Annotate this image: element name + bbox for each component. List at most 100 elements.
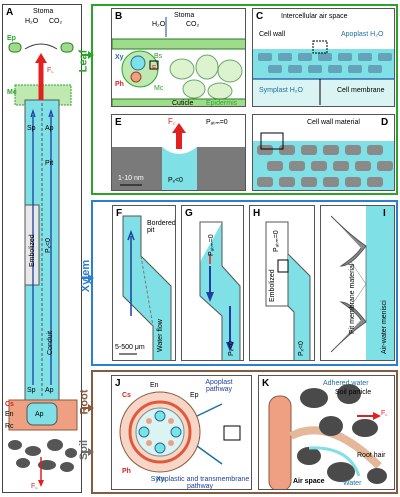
sp-top-label: Sp (27, 125, 36, 132)
sp-bottom-label: Sp (27, 387, 36, 394)
h-patm-label: Pₐₜₘ=0 (273, 230, 280, 252)
en-label: En (5, 411, 14, 418)
meniscus-water (162, 147, 197, 190)
k-fc-label: F꜀ (381, 410, 388, 417)
embolized-label: Embolized (29, 234, 36, 267)
root-cell (268, 395, 292, 489)
panel-a: A Stoma H₂O CO₂ Ep Mc F꜀ Sp Ap Pit Embol… (2, 4, 82, 493)
b-co2-label: CO₂ (186, 21, 200, 28)
guard-cell-left (8, 42, 22, 53)
e-patm-label: Pₐₜₘ=0 (206, 119, 228, 126)
f-scale-label: 5-500 μm (115, 344, 145, 351)
h-zoom-box (277, 259, 289, 273)
j-ep-label: Ep (190, 392, 199, 399)
h2o-label: H₂O (25, 18, 39, 25)
panel-f-drawing (119, 215, 172, 360)
xylem-side-label: Xylem (80, 259, 93, 293)
c-symplast-label: Symplast H₂O (259, 87, 303, 94)
panel-c-drawing (253, 40, 394, 106)
zoom-box (149, 60, 159, 70)
b-cuticle-label: Cuticle (172, 100, 194, 107)
soil-particles (8, 439, 77, 472)
cell-wall-pattern (258, 53, 392, 73)
h-embolized-label: Embolized (269, 269, 276, 302)
b-epidermis-label: Epidermis (206, 100, 238, 107)
lower-epidermis (112, 98, 245, 106)
j-zoom-box (223, 425, 241, 441)
j-en-label: En (150, 382, 159, 389)
b-bs-label: Bs (154, 53, 163, 60)
b-stoma-label: Stoma (174, 12, 195, 19)
root-region (91, 370, 398, 494)
panel-b: B Stoma H₂O CO₂ Xy Ph Bs Mc F꜀ Cuticle E… (111, 8, 246, 107)
leaf-region (91, 4, 398, 195)
symplast-arrow (196, 445, 223, 465)
panel-e-drawing (112, 123, 245, 190)
panel-h: H Pₐₜₘ=0 Embolized Pₓ<0 (249, 205, 315, 361)
ap-top-label: Ap (45, 125, 54, 132)
casparian-strip (128, 400, 192, 464)
i-meniscus-label: Air-water menisci (381, 300, 388, 354)
h-px-label: Pₓ<0 (298, 341, 305, 356)
j-ph-label: Ph (122, 468, 131, 475)
stoma-label: Stoma (33, 8, 54, 15)
panel-b-letter: B (115, 11, 123, 22)
panel-c-letter: C (256, 11, 264, 22)
root-ap (26, 402, 58, 426)
conduit-label: Conduit (47, 330, 54, 355)
d-zoom-box (260, 132, 284, 150)
panel-d-drawing (253, 132, 394, 190)
f-pit-line (140, 255, 154, 327)
j-symplast-label: Symplastic and transmembrane pathway (150, 476, 250, 490)
k-soil-particles (297, 384, 387, 484)
soil-side-label: Soil (78, 439, 91, 461)
xylem-poles (138, 410, 182, 454)
panel-k-letter: K (262, 378, 270, 389)
e-px-label: Pₓ<0 (168, 177, 183, 184)
panel-d-letter: D (381, 117, 389, 128)
panel-j-drawing (119, 391, 241, 473)
pit-label: Pit (45, 160, 54, 167)
phloem-poles (146, 418, 174, 446)
f-pit-label: Bordered pit (147, 220, 176, 234)
c-apoplast-label: Apoplast H₂O (341, 31, 384, 38)
panel-e-letter: E (115, 117, 122, 128)
root-side-label: Root (78, 389, 91, 415)
i-membrane-label: Pit membrane material (349, 263, 356, 334)
c-intercellular-label: Intercellular air space (281, 13, 348, 20)
flow-arrows (30, 108, 54, 385)
c-zoom-box (312, 40, 328, 54)
ep-label: Ep (7, 35, 16, 42)
panel-a-letter: A (6, 7, 14, 18)
mesophyll-cells (169, 54, 243, 100)
panel-j-letter: J (115, 378, 121, 389)
b-xy-label: Xy (115, 54, 124, 61)
c-membrane-label: Cell membrane (337, 87, 385, 94)
symplast (253, 80, 394, 106)
panel-g-letter: G (185, 208, 193, 219)
phloem-bundle (130, 71, 142, 83)
d-wall-blocks (257, 145, 393, 187)
e-fc-label: F꜀ (168, 117, 176, 126)
panel-c: C Intercellular air space Cell wall Apop… (252, 8, 395, 107)
ap-root-label: Ap (35, 411, 44, 418)
j-cs-label: Cs (122, 392, 131, 399)
panel-h-letter: H (253, 208, 261, 219)
panel-i-drawing (330, 206, 394, 360)
panel-b-drawing (112, 17, 245, 106)
k-soil-label: Soil particle (335, 389, 372, 396)
h-conduit (287, 253, 311, 360)
water-film (308, 446, 361, 477)
panel-a-drawing (8, 42, 78, 487)
j-apoplast-label: Apoplast pathway (205, 379, 233, 393)
i-menisci (350, 261, 367, 307)
co2-label: CO₂ (49, 18, 63, 25)
panel-i-letter: I (383, 208, 386, 219)
xylem-region (91, 200, 398, 366)
mc-label: Mc (7, 89, 17, 96)
panel-h-drawing (265, 221, 311, 360)
f-conduit (122, 215, 172, 360)
f-flow-label: Water flow (157, 319, 164, 352)
g-px-label: Pₓ<0 (228, 341, 235, 356)
panel-i: I Pit membrane material Air-water menisc… (320, 205, 395, 361)
